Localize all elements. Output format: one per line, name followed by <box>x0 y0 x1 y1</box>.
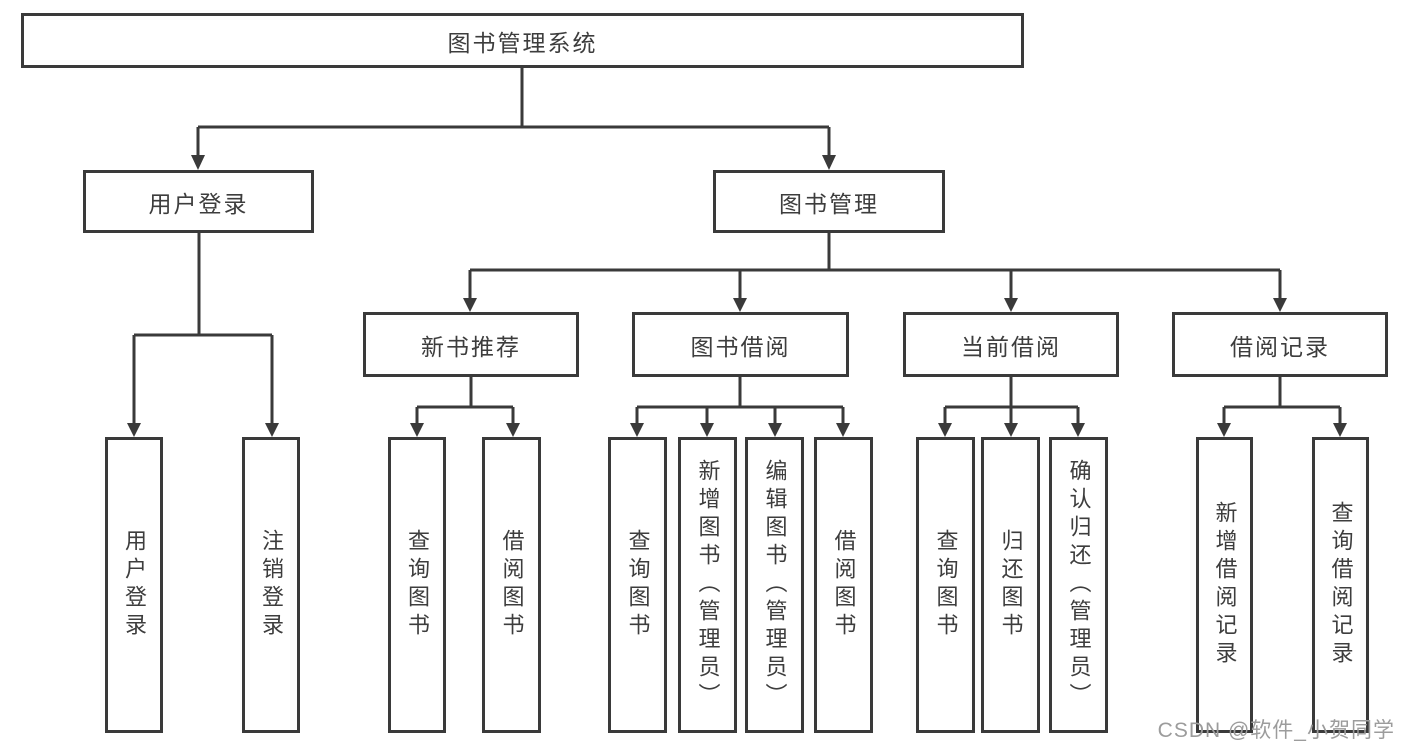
leaf-edit-book-admin: 编辑图书（管理员） <box>745 437 804 733</box>
leaf-query-books-current: 查询图书 <box>916 437 975 733</box>
leaf-query-borrow-record: 查询借阅记录 <box>1312 437 1369 733</box>
leaf-logout: 注销登录 <box>242 437 300 733</box>
csdn-watermark: CSDN @软件_小贺同学 <box>1157 719 1395 742</box>
node-user-login: 用户登录 <box>83 170 314 233</box>
node-current-borrowing: 当前借阅 <box>903 312 1119 377</box>
node-borrowing-records: 借阅记录 <box>1172 312 1388 377</box>
leaf-borrow-books-newrec: 借阅图书 <box>482 437 541 733</box>
leaf-query-books-newrec: 查询图书 <box>388 437 446 733</box>
leaf-user-login: 用户登录 <box>105 437 163 733</box>
leaf-confirm-return-admin: 确认归还（管理员） <box>1049 437 1108 733</box>
node-system-root: 图书管理系统 <box>21 13 1024 68</box>
leaf-return-book: 归还图书 <box>981 437 1040 733</box>
leaf-query-books-borrow: 查询图书 <box>608 437 667 733</box>
leaf-add-book-admin: 新增图书（管理员） <box>678 437 737 733</box>
node-book-borrowing: 图书借阅 <box>632 312 849 377</box>
leaf-add-borrow-record: 新增借阅记录 <box>1196 437 1253 733</box>
node-new-book-recommendation: 新书推荐 <box>363 312 579 377</box>
leaf-borrow-books-borrow: 借阅图书 <box>814 437 873 733</box>
node-book-management: 图书管理 <box>713 170 945 233</box>
